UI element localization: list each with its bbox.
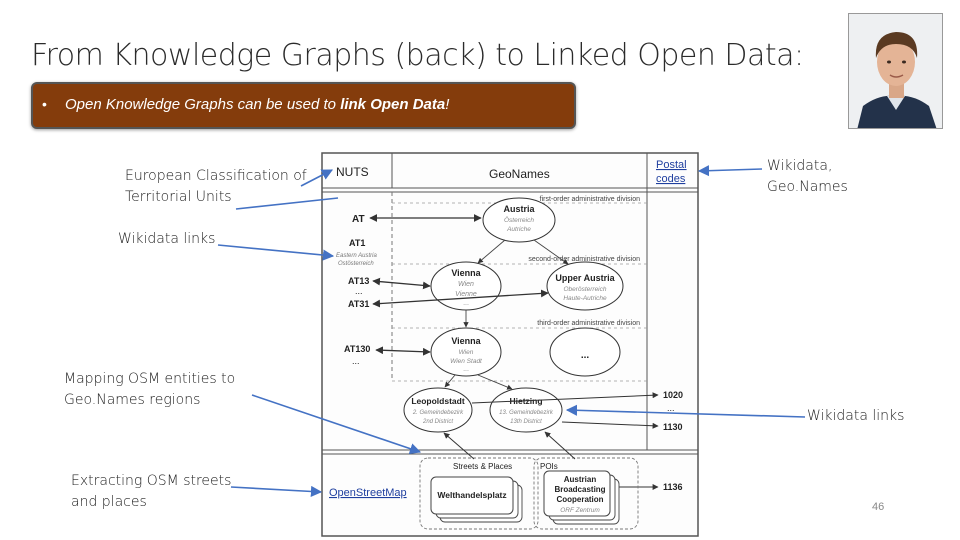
node-austria: Austria Österreich Autriche bbox=[482, 197, 556, 243]
poi-name-line2: Broadcasting bbox=[554, 485, 605, 494]
arrow-nuts bbox=[300, 169, 333, 187]
annotation-extracting-line2: and places bbox=[71, 494, 147, 510]
streets-places-label: Streets & Places bbox=[453, 462, 512, 471]
first-order-label: first-order administrative division bbox=[540, 196, 640, 203]
annotation-wikidata-geonames-line2: Geo.Names bbox=[767, 179, 848, 195]
node-vienna-city: Vienna Wien Wien Stadt ... bbox=[430, 327, 502, 377]
annotation-nuts-line1: European Classification of bbox=[125, 168, 307, 184]
node-upper-austria: Upper Austria Oberösterreich Haute-Autri… bbox=[546, 261, 624, 311]
postal-1020: 1020 bbox=[663, 390, 683, 400]
annotation-mapping-line2: Geo.Names regions bbox=[64, 392, 201, 408]
node-leopoldstadt-name: Leopoldstadt bbox=[411, 396, 465, 406]
page-number: 46 bbox=[872, 501, 885, 513]
node-vienna-city-alt1: Wien bbox=[459, 349, 474, 356]
streets-places-group bbox=[419, 457, 539, 530]
node-leopoldstadt: Leopoldstadt 2. Gemeindebezirk 2nd Distr… bbox=[403, 387, 473, 433]
node-vienna-state-alt1: Wien bbox=[458, 281, 474, 288]
banner-text-prefix: Open Knowledge Graphs can be used to bbox=[65, 96, 341, 113]
bullet-marker: • bbox=[42, 96, 47, 112]
postal-header-line2: codes bbox=[656, 173, 686, 185]
poi-card bbox=[543, 470, 611, 517]
node-more-label: ... bbox=[581, 350, 590, 361]
node-austria-name: Austria bbox=[503, 204, 535, 214]
nuts-dots-2: ... bbox=[352, 356, 360, 366]
street-card bbox=[430, 476, 514, 515]
third-order-label: third-order administrative division bbox=[537, 320, 640, 327]
second-order-label: second-order administrative division bbox=[528, 256, 640, 263]
arrow-mapping bbox=[251, 394, 422, 455]
banner-text-bold: link Open Data bbox=[340, 96, 446, 113]
annotation-arrows bbox=[217, 165, 806, 498]
node-upper-austria-alt1: Oberösterreich bbox=[564, 286, 607, 293]
annotation-nuts: European Classification of Territorial U… bbox=[125, 166, 307, 208]
nuts-dots-1: ... bbox=[355, 286, 363, 296]
annotation-wikidata-geonames-line1: Wikidata, bbox=[767, 158, 833, 174]
node-hietzing: Hietzing 13. Gemeindebezirk 13th Distric… bbox=[489, 387, 563, 433]
node-vienna-state-name: Vienna bbox=[451, 268, 481, 278]
bullet-banner: • Open Knowledge Graphs can be used to l… bbox=[31, 82, 576, 129]
arrow-wikidata-right bbox=[565, 404, 806, 418]
annotation-extracting-line1: Extracting OSM streets bbox=[71, 473, 232, 489]
arrow-nuts-2 bbox=[235, 197, 339, 210]
nuts-code-at1-sub2: Ostösterreich bbox=[338, 261, 374, 267]
nuts-code-at1-sub1: Eastern Austria bbox=[336, 253, 377, 259]
annotation-mapping-line1: Mapping OSM entities to bbox=[64, 371, 236, 387]
osm-label: OpenStreetMap bbox=[329, 487, 407, 499]
annotation-mapping: Mapping OSM entities to Geo.Names region… bbox=[64, 369, 235, 411]
node-upper-austria-name: Upper Austria bbox=[555, 273, 615, 283]
arrow-wikidata-left bbox=[217, 244, 335, 261]
nuts-code-at1: AT1 bbox=[349, 238, 365, 248]
annotation-nuts-line2: Territorial Units bbox=[125, 189, 232, 205]
speaker-photo bbox=[848, 13, 943, 129]
osm-geonames-links bbox=[443, 431, 576, 460]
street-welthandelsplatz: Welthandelsplatz bbox=[437, 490, 506, 500]
annotation-wikidata-links-left: Wikidata links bbox=[118, 231, 216, 247]
banner-text: Open Knowledge Graphs can be used to lin… bbox=[65, 96, 449, 113]
node-leopoldstadt-alt2: 2nd District bbox=[422, 419, 453, 425]
node-upper-austria-alt2: Haute-Autriche bbox=[563, 295, 607, 302]
nuts-code-at13: AT13 bbox=[348, 276, 369, 286]
node-vienna-state: Vienna Wien Vienne ... bbox=[430, 261, 502, 311]
geonames-header: GeoNames bbox=[489, 167, 550, 181]
node-leopoldstadt-alt1: 2. Gemeindebezirk bbox=[412, 410, 464, 416]
node-austria-alt1: Österreich bbox=[504, 216, 534, 224]
node-vienna-city-alt2: Wien Stadt bbox=[450, 358, 483, 365]
portrait-illustration bbox=[849, 14, 942, 128]
banner-text-suffix: ! bbox=[445, 96, 450, 113]
poi-alt: ORF Zentrum bbox=[560, 507, 600, 514]
nuts-geonames-links bbox=[369, 214, 549, 356]
annotation-wikidata-geonames: Wikidata, Geo.Names bbox=[767, 156, 848, 198]
pois-group bbox=[533, 457, 639, 530]
nuts-header: NUTS bbox=[336, 165, 369, 179]
nuts-code-at130: AT130 bbox=[344, 344, 370, 354]
node-vienna-city-name: Vienna bbox=[451, 336, 481, 346]
nuts-code-at31: AT31 bbox=[348, 299, 369, 309]
postal-1130: 1130 bbox=[663, 422, 683, 432]
hierarchy-edges bbox=[444, 239, 569, 390]
postal-1136: 1136 bbox=[663, 482, 683, 492]
nuts-code-at: AT bbox=[352, 214, 365, 225]
poi-name-line3: Cooperation bbox=[556, 495, 603, 504]
annotation-wikidata-links-right: Wikidata links bbox=[807, 408, 905, 424]
node-vienna-city-alt3: ... bbox=[463, 366, 469, 373]
poi-name-line1: Austrian bbox=[564, 475, 597, 484]
arrow-extracting bbox=[230, 485, 323, 498]
pois-label: POIs bbox=[540, 462, 558, 471]
postal-dots: ... bbox=[667, 403, 675, 413]
node-vienna-state-alt3: ... bbox=[463, 300, 469, 307]
node-austria-alt2: Autriche bbox=[506, 226, 531, 233]
arrow-wikidata-geonames bbox=[697, 165, 763, 177]
node-vienna-state-alt2: Vienne bbox=[455, 291, 477, 298]
node-hietzing-alt1: 13. Gemeindebezirk bbox=[499, 410, 554, 416]
node-hietzing-alt2: 13th District bbox=[510, 419, 542, 425]
annotation-extracting: Extracting OSM streets and places bbox=[71, 471, 231, 513]
node-more: ... bbox=[549, 327, 621, 377]
postal-header-line1: Postal bbox=[656, 159, 687, 171]
slide-title: From Knowledge Graphs (back) to Linked O… bbox=[31, 38, 804, 73]
